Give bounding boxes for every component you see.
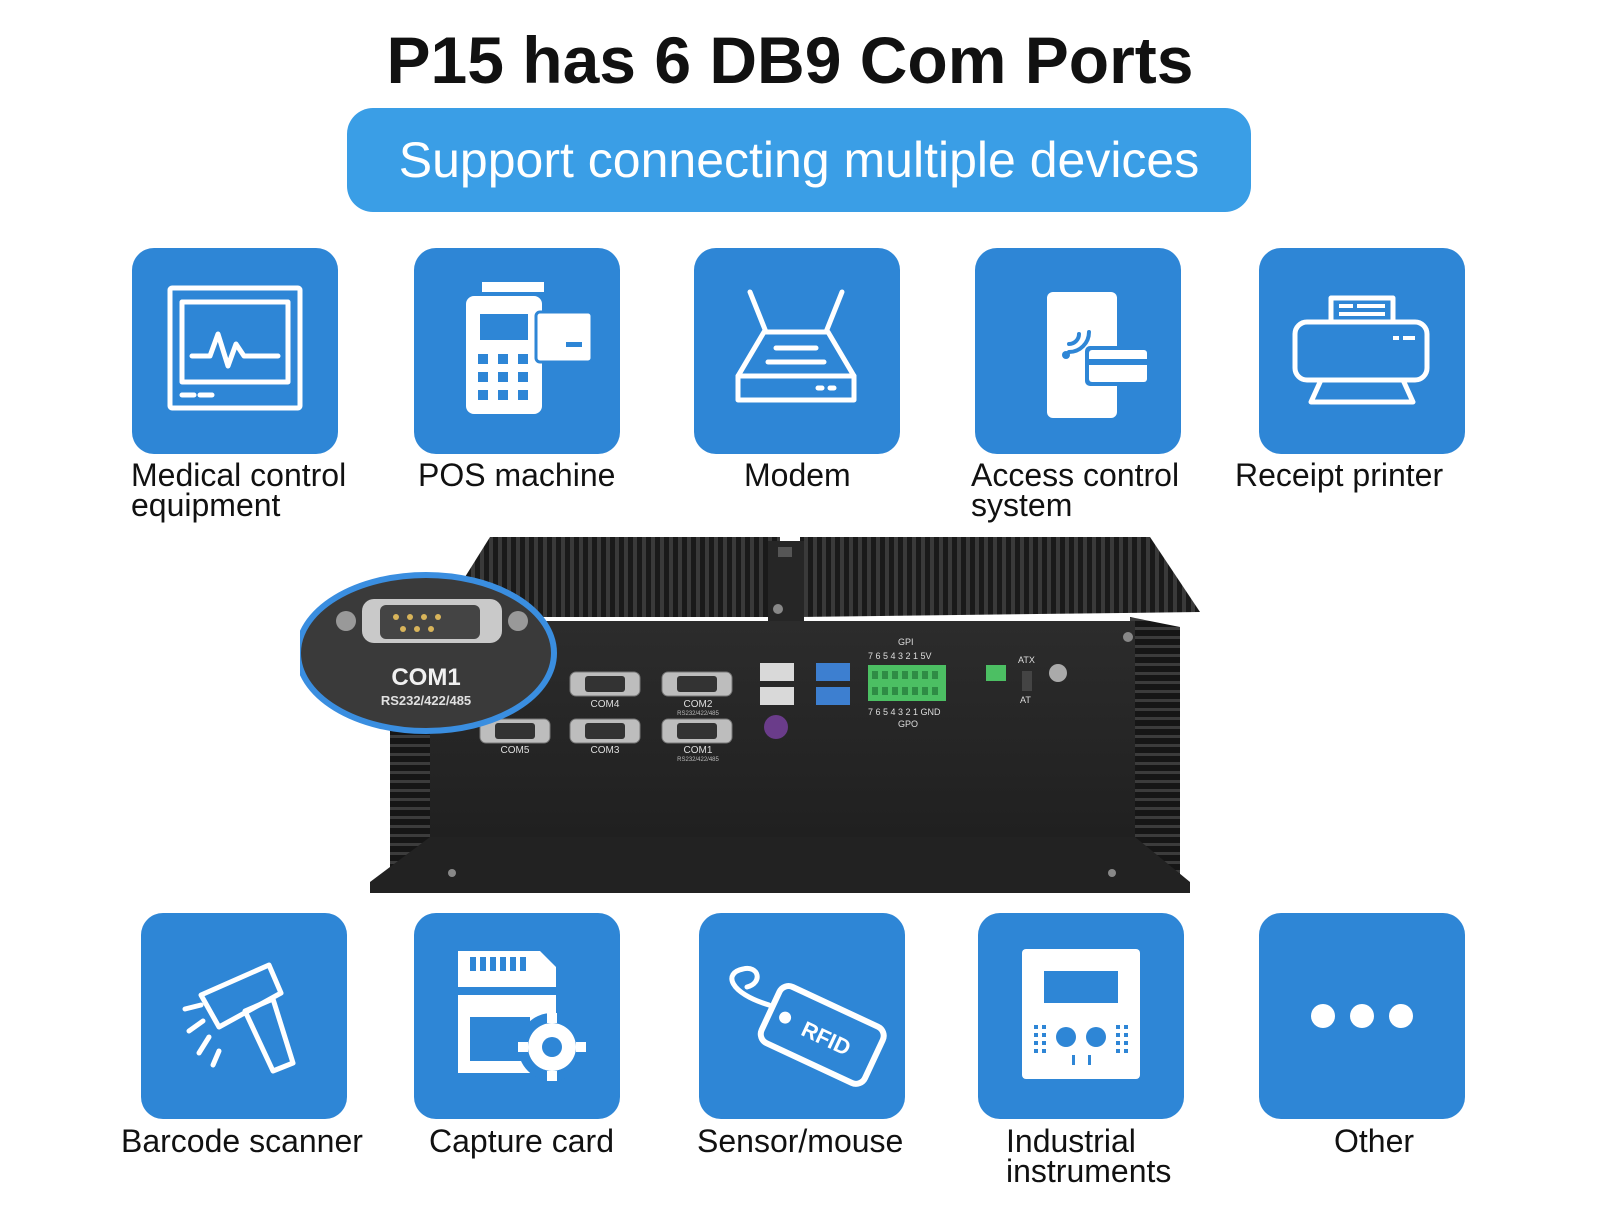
label-access-line2: system bbox=[971, 487, 1073, 523]
com3-label: COM3 bbox=[591, 745, 620, 756]
label-modem: Modem bbox=[744, 457, 851, 493]
capture-card-icon bbox=[414, 913, 620, 1119]
label-medical-line2: equipment bbox=[131, 487, 281, 523]
com2-spec: RS232/422/485 bbox=[677, 711, 719, 717]
label-industrial-line2: instruments bbox=[1006, 1153, 1172, 1189]
gpo-label: GPO bbox=[898, 719, 918, 729]
barcode-scanner-icon bbox=[141, 913, 347, 1119]
label-access-line1: Access control bbox=[971, 457, 1180, 493]
com5-label: COM5 bbox=[501, 745, 530, 756]
com4-label: COM4 bbox=[591, 699, 620, 710]
at-label: AT bbox=[1020, 695, 1031, 705]
label-barcode: Barcode scanner bbox=[121, 1123, 363, 1159]
com1-spec: RS232/422/485 bbox=[677, 757, 719, 763]
label-pos: POS machine bbox=[418, 457, 616, 493]
label-sensor: Sensor/mouse bbox=[697, 1123, 904, 1159]
label-capture: Capture card bbox=[429, 1123, 614, 1159]
rfid-tag-icon: RFID bbox=[699, 913, 905, 1119]
label-industrial-line1: Industrial bbox=[1006, 1123, 1136, 1159]
medical-monitor-icon bbox=[132, 248, 338, 454]
label-printer: Receipt printer bbox=[1235, 457, 1444, 493]
industrial-instrument-icon bbox=[978, 913, 1184, 1119]
industrial-pc-image: COM4 COM2 COM5 COM3 COM1 RS232/422/485 R… bbox=[295, 537, 1220, 909]
gpi-label: GPI bbox=[898, 637, 914, 647]
subtitle-banner: Support connecting multiple devices bbox=[347, 108, 1251, 212]
rfid-text: RFID bbox=[798, 1016, 855, 1060]
zoom-com1-label: COM1 bbox=[391, 664, 460, 691]
gpo-pins: 7 6 5 4 3 2 1 GND bbox=[868, 707, 941, 717]
label-medical-line1: Medical control bbox=[131, 457, 347, 493]
gpi-pins: 7 6 5 4 3 2 1 5V bbox=[868, 651, 932, 661]
label-other: Other bbox=[1334, 1123, 1415, 1159]
zoom-com1-spec: RS232/422/485 bbox=[381, 693, 471, 708]
access-control-icon bbox=[975, 248, 1181, 454]
receipt-printer-icon bbox=[1259, 248, 1465, 454]
pos-machine-icon bbox=[414, 248, 620, 454]
atx-label: ATX bbox=[1018, 655, 1035, 665]
com1-label: COM1 bbox=[684, 745, 713, 756]
page-title: P15 has 6 DB9 Com Ports bbox=[386, 23, 1194, 97]
com2-label: COM2 bbox=[684, 699, 713, 710]
more-dots-icon bbox=[1259, 913, 1465, 1119]
modem-router-icon bbox=[694, 248, 900, 454]
